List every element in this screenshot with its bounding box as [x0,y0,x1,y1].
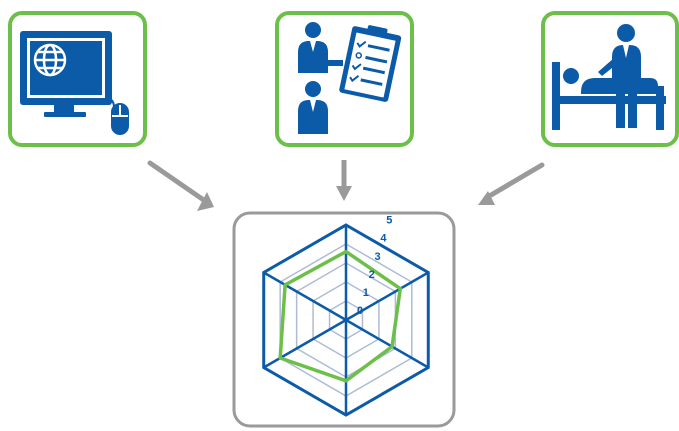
tick-label: 0 [357,305,363,317]
arrow-left-head [197,192,214,211]
tick-label: 2 [369,269,375,281]
tick-label: 1 [363,287,369,299]
patient-bed-caregiver-icon [552,24,666,130]
tick-label: 4 [380,233,387,245]
arrows [147,160,545,211]
axis-spoke [345,271,429,322]
tick-label: 5 [386,215,392,227]
arrow-right [483,162,545,201]
people-clipboard-checklist-icon [298,22,402,134]
arrow-left [147,160,211,206]
arrow-right-head [478,191,495,205]
consultation-card [275,11,414,147]
tick-label: 3 [375,251,381,263]
outer-ring [262,223,430,417]
bedside-care-card [541,11,679,147]
series-polygon [278,249,403,383]
axis-spoke [263,318,347,369]
computer-monitor-globe-mouse-icon [20,31,129,135]
axis-spoke [263,271,347,322]
axis-spoke [345,318,429,369]
arrow-center-head [336,186,352,201]
computer-card [8,11,147,147]
